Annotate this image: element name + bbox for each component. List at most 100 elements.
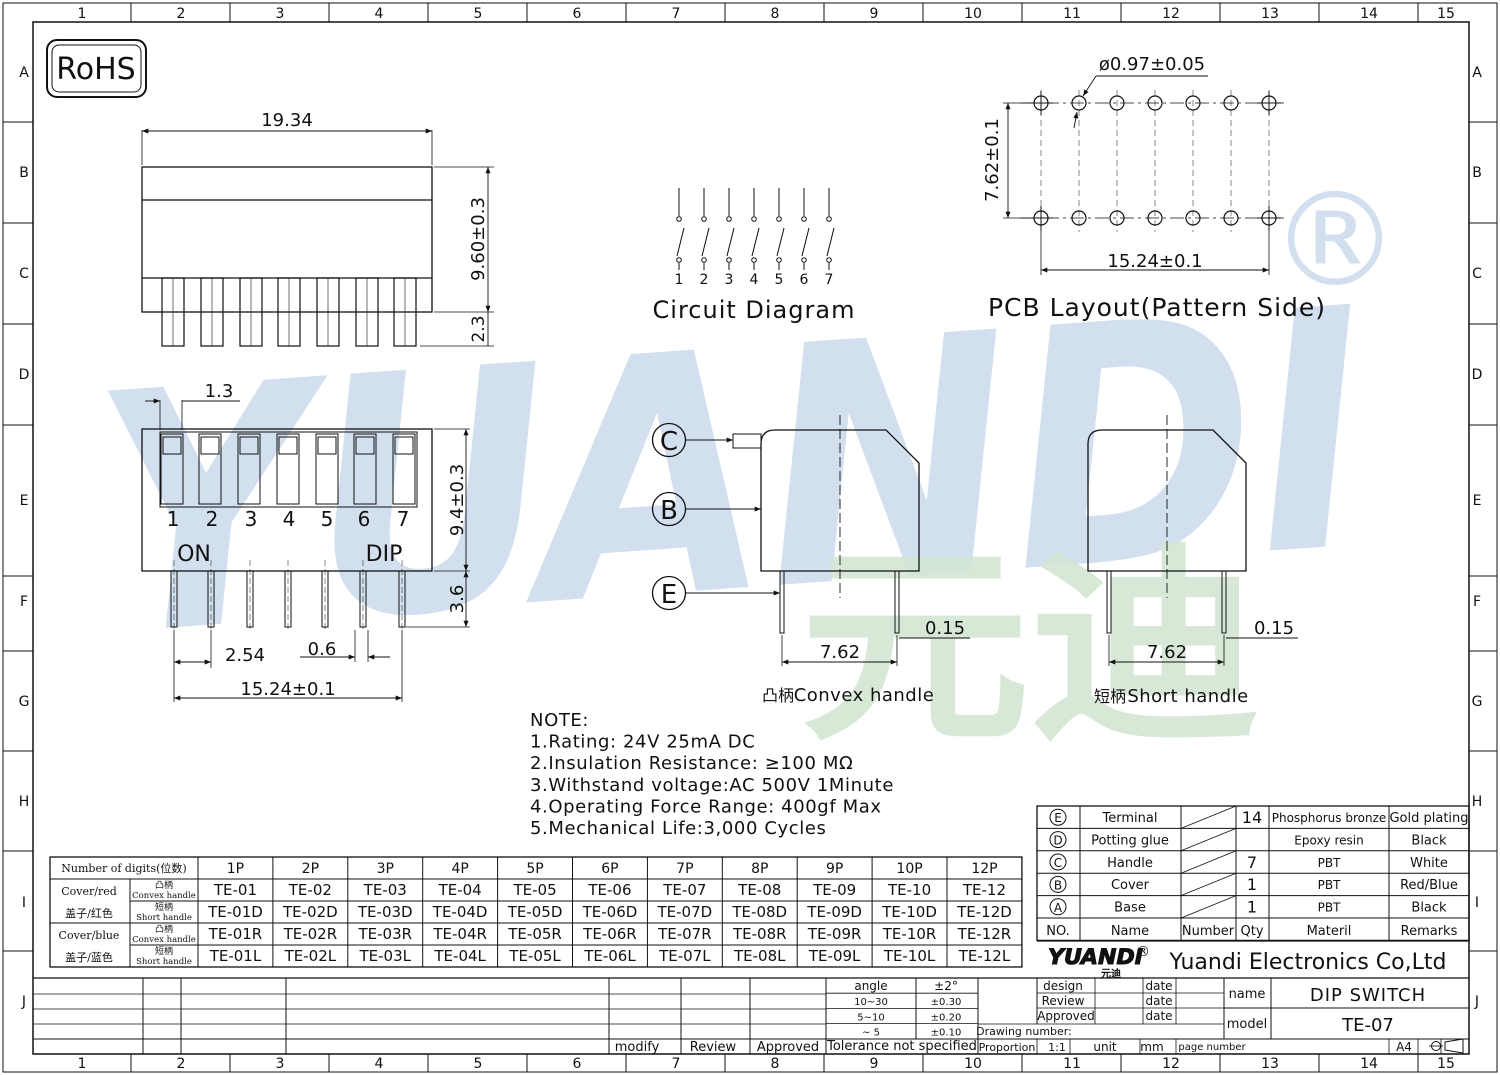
tolerance-value: ±0.10 [931, 1028, 962, 1039]
model-code: TE-03L [359, 947, 412, 965]
row-label-left: A [19, 65, 29, 81]
column-label-top: 13 [1261, 6, 1279, 22]
model-code: TE-08D [731, 903, 787, 921]
top-view [141, 398, 470, 702]
switch-actuator [200, 436, 220, 455]
modify-label: modify [615, 1040, 660, 1055]
model-code: TE-12R [957, 925, 1012, 943]
model-code: TE-04L [433, 947, 486, 965]
short-label: Short handle [1127, 686, 1248, 707]
model-table-header-label: Number of digits(位数) [61, 861, 186, 875]
note-line: 1.Rating: 24V 25mA DC [530, 732, 755, 753]
model-code: TE-07 [662, 881, 706, 899]
bom-qty: 1 [1247, 875, 1257, 894]
model-table-header: 5P [526, 861, 543, 877]
model-table-header: 7P [676, 861, 693, 877]
row-label-left: J [21, 994, 26, 1010]
model-code: TE-09R [807, 925, 862, 943]
model-code: TE-01R [208, 925, 263, 943]
page-number-label: page number [1178, 1042, 1246, 1053]
row-label-right: A [1472, 65, 1482, 81]
model-table-header: 2P [302, 861, 319, 877]
switch-slot [276, 433, 300, 505]
bom-material: PBT [1318, 856, 1341, 870]
model-table-header: 6P [601, 861, 618, 877]
column-label-top: 11 [1063, 6, 1081, 22]
short-label-cn: 短柄 [1094, 687, 1126, 706]
model-code: TE-04 [438, 881, 482, 899]
switch-slot [353, 433, 377, 505]
short-thickness-dim: 0.15 [1254, 618, 1294, 639]
pcb-row-dim: 7.62±0.1 [982, 118, 1003, 202]
model-code: TE-01D [207, 903, 263, 921]
model-table-header: 9P [826, 861, 843, 877]
group-cover-red: Cover/red [61, 885, 117, 898]
column-label-top: 1 [78, 6, 87, 22]
date-label: date [1145, 994, 1172, 1008]
handle-type-cn: 凸柄 [155, 879, 173, 891]
unit-value: mm [1140, 1040, 1163, 1054]
switch-actuator [317, 436, 337, 455]
model-label: model [1227, 1017, 1267, 1032]
proportion-value: 1:1 [1048, 1041, 1066, 1054]
note-line: NOTE: [530, 710, 589, 731]
model-code: TE-05R [507, 925, 562, 943]
top-pitch-dim: 1.3 [205, 381, 234, 402]
circuit-pin-label: 4 [750, 272, 759, 288]
model-code: TE-06 [587, 881, 631, 899]
model-code: TE-07R [657, 925, 712, 943]
column-label-bottom: 3 [276, 1056, 285, 1072]
bom-header-remarks: Remarks [1401, 924, 1458, 939]
circuit-pin-label: 1 [675, 272, 684, 288]
model-code: TE-06L [583, 947, 636, 965]
switch-position-number: 7 [397, 507, 410, 531]
date-label: date [1145, 979, 1172, 993]
model-code: TE-12L [958, 947, 1011, 965]
bom-header-name: Name [1111, 924, 1149, 939]
bom-name: Cover [1111, 878, 1150, 893]
column-label-top: 7 [672, 6, 681, 22]
handle-type-cn: 短柄 [155, 945, 173, 957]
callout-e: E [661, 580, 677, 610]
switch-actuator [394, 436, 414, 455]
note-line: 5.Mechanical Life:3,000 Cycles [530, 818, 827, 839]
company-name: Yuandi Electronics Co,Ltd [1169, 950, 1447, 975]
row-label-right: D [1472, 367, 1483, 383]
column-label-bottom: 13 [1261, 1056, 1279, 1072]
row-label-right: H [1472, 794, 1483, 810]
tolerance-range: 10~30 [854, 997, 888, 1008]
name-value: DIP SWITCH [1310, 985, 1426, 1006]
pcb-hole-dim: ø0.97±0.05 [1099, 54, 1205, 75]
handle-type: Short handle [136, 957, 192, 967]
column-label-bottom: 9 [870, 1056, 879, 1072]
projection-cone-icon [1444, 1038, 1464, 1054]
side-pin-dim: 2.3 [469, 315, 489, 342]
on-label: ON [177, 542, 211, 567]
column-label-top: 6 [573, 6, 582, 22]
model-code: TE-02D [282, 903, 338, 921]
row-label-right: E [1473, 493, 1482, 509]
model-code: TE-10D [881, 903, 937, 921]
callout-c: C [660, 427, 678, 457]
tolerance-range: angle [854, 979, 887, 993]
pcb-span-dim: 15.24±0.1 [1107, 251, 1202, 272]
column-label-bottom: 12 [1162, 1056, 1180, 1072]
column-label-bottom: 11 [1063, 1056, 1081, 1072]
bom-name: Terminal [1102, 811, 1158, 826]
column-label-top: 9 [870, 6, 879, 22]
bom-remarks: White [1410, 856, 1448, 871]
pcb-title: PCB Layout(Pattern Side) [988, 293, 1326, 322]
handle-type: Convex handle [132, 891, 196, 901]
review-label: Review [1042, 994, 1085, 1008]
circuit-pin-label: 5 [775, 272, 784, 288]
row-label-left: H [19, 794, 30, 810]
note-line: 4.Operating Force Range: 400gf Max [530, 796, 882, 817]
row-label-left: G [19, 694, 30, 710]
bom-name: Handle [1107, 856, 1153, 871]
column-label-top: 8 [771, 6, 780, 22]
bom-no: E [1054, 811, 1062, 825]
circuit-pin-label: 2 [700, 272, 709, 288]
model-code: TE-12 [962, 881, 1006, 899]
column-label-top: 4 [375, 6, 384, 22]
